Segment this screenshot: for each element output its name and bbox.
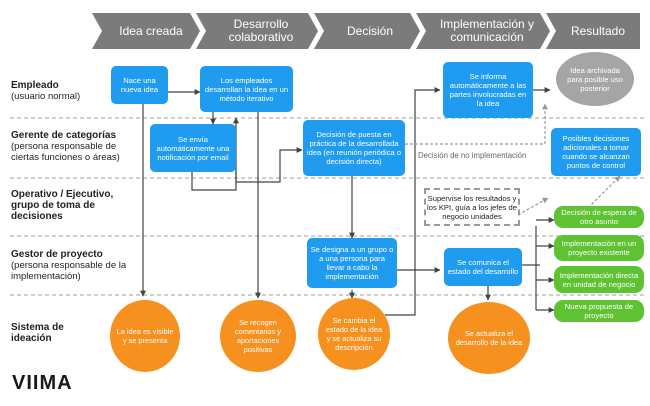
no-implementation-label: Decisión de no implementación (418, 151, 527, 160)
lane-empleado: Empleado (usuario normal) (11, 80, 131, 102)
box-notificacion: Se envía automáticamente una notificació… (150, 124, 236, 172)
lane-subtitle: (usuario normal) (11, 91, 81, 102)
phase-resultado: Resultado (570, 23, 626, 38)
lane-sistema: Sistema de ideación (11, 322, 91, 344)
lane-separators (10, 117, 645, 296)
lane-title: Empleado (11, 80, 59, 91)
archived-idea: Idea archivada para posible uso posterio… (556, 52, 634, 106)
circle-comentarios: Se recogen comentarios y aportaciones po… (220, 300, 296, 372)
lane-title: Gerente de categorías (11, 130, 117, 141)
supervise-box: Supervise los resultados y los KPI, guía… (424, 188, 520, 226)
lane-gerente: Gerente de categorías (persona responsab… (11, 130, 141, 163)
box-designa: Se designa a un grupo o a una persona pa… (307, 238, 397, 288)
box-comunica: Se comunica el estado del desarrollo (444, 248, 522, 286)
phase-implementacion: Implementación y comunicación (439, 17, 535, 44)
flow-arrows (140, 87, 555, 316)
circle-estado: Se cambia el estado de la idea y se actu… (318, 298, 390, 370)
lane-operativo: Operativo / Ejecutivo, grupo de toma de … (11, 189, 131, 222)
box-decision: Decisión de puesta en práctica de la des… (303, 120, 405, 176)
circle-actualiza: Se actualiza el desarrollo de la idea (448, 302, 530, 374)
lane-subtitle: (persona responsable de la implementació… (11, 260, 127, 282)
viima-logo: VIIMA (12, 372, 73, 394)
lane-title: Operativo / Ejecutivo, grupo de toma de … (11, 189, 114, 222)
lane-title: Sistema de ideación (11, 322, 64, 344)
box-desarrollan: Los empleados desarrollan la idea en un … (200, 66, 293, 112)
box-posibles: Posibles decisiones adicionales a tomar … (551, 128, 641, 176)
box-informa: Se informa automáticamente a las partes … (443, 62, 533, 118)
dashed-links (405, 103, 621, 216)
result-espera: Decisión de espera de otro asunto (554, 206, 644, 228)
result-unidad-negocio: Implementación directa en unidad de nego… (554, 266, 644, 293)
result-proyecto-existente: Implementación en un proyecto existente (554, 235, 644, 261)
lane-subtitle: (persona responsable de ciertas funcione… (11, 141, 120, 163)
phase-chevrons (92, 13, 640, 49)
phase-decision: Decisión (346, 23, 394, 38)
circle-visible: La idea es visible y se presenta (110, 300, 180, 372)
box-nace-idea: Nace una nueva idea (111, 66, 168, 104)
lane-gestor: Gestor de proyecto (persona responsable … (11, 249, 136, 282)
phase-idea-creada: Idea creada (119, 23, 183, 38)
lane-title: Gestor de proyecto (11, 249, 103, 260)
phase-desarrollo: Desarrollo colaborativo (228, 17, 294, 44)
result-nueva-propuesta: Nueva propuesta de proyecto (554, 300, 644, 322)
